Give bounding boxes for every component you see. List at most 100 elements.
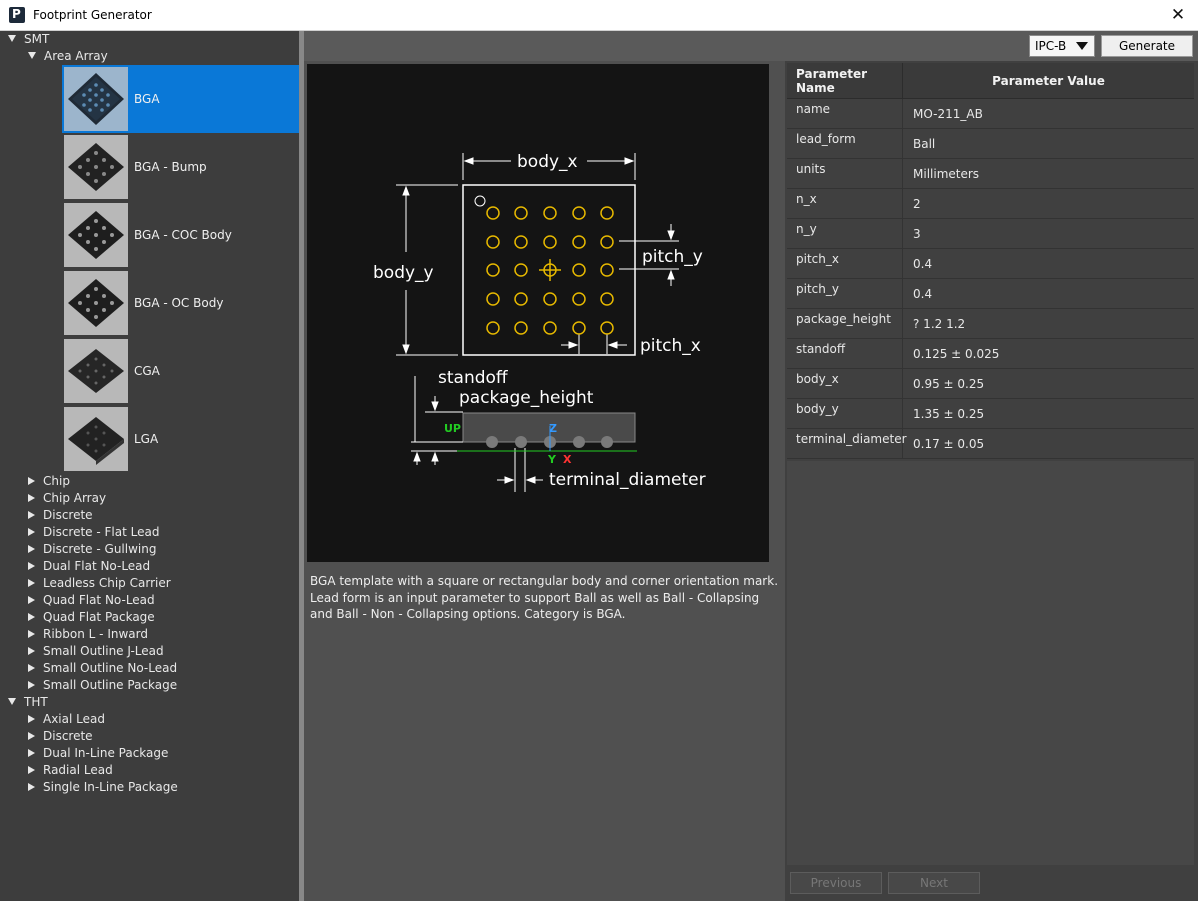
collapse-arrow-icon[interactable]	[28, 544, 35, 553]
generate-button[interactable]: Generate	[1101, 35, 1193, 57]
tree-node-small-outline-package[interactable]: Small Outline Package	[28, 677, 177, 694]
bga-bump-thumbnail-icon	[64, 135, 128, 199]
collapse-arrow-icon[interactable]	[28, 646, 35, 655]
collapse-arrow-icon[interactable]	[28, 680, 35, 689]
collapse-arrow-icon[interactable]	[28, 476, 35, 485]
tree-node-area-array[interactable]: Area Array	[28, 48, 108, 65]
table-row[interactable]: lead_form Ball	[787, 129, 1194, 159]
tree-node-label: Discrete - Gullwing	[43, 542, 157, 556]
chevron-down-icon[interactable]	[1076, 42, 1088, 50]
tree-node-leadless-chip-carrier[interactable]: Leadless Chip Carrier	[28, 575, 171, 592]
param-name: lead_form	[787, 129, 903, 158]
body-y-label: body_y	[373, 263, 434, 283]
tree-item-bga-oc-body[interactable]: BGA - OC Body	[62, 269, 299, 337]
density-level-select[interactable]: IPC-B	[1029, 35, 1095, 57]
tree-item-cga[interactable]: CGA	[62, 337, 299, 405]
tree-node-label: Discrete	[43, 508, 93, 522]
expand-arrow-icon[interactable]	[8, 698, 16, 705]
expand-arrow-icon[interactable]	[8, 35, 16, 42]
collapse-arrow-icon[interactable]	[28, 782, 35, 791]
footprint-diagram-svg: body_x body_y pitch_y pitch_x standoff p…	[373, 152, 706, 492]
column-header-value[interactable]: Parameter Value	[992, 73, 1105, 88]
collapse-arrow-icon[interactable]	[28, 561, 35, 570]
param-value[interactable]: 0.125 ± 0.025	[913, 346, 1000, 361]
column-header-name[interactable]: Parameter Name	[787, 63, 903, 98]
tree-node-radial-lead[interactable]: Radial Lead	[28, 762, 113, 779]
tree-node-discrete-gullwing[interactable]: Discrete - Gullwing	[28, 541, 156, 558]
param-value[interactable]: 0.17 ± 0.05	[913, 436, 985, 451]
tree-node-dual-flat-no-lead[interactable]: Dual Flat No-Lead	[28, 558, 150, 575]
param-value[interactable]: 0.95 ± 0.25	[913, 376, 985, 391]
param-value[interactable]: 1.35 ± 0.25	[913, 406, 985, 421]
tree-node-label: Chip Array	[43, 491, 107, 505]
close-icon[interactable]: ✕	[1170, 5, 1186, 25]
axis-y-label: Y	[547, 453, 557, 466]
collapse-arrow-icon[interactable]	[28, 612, 35, 621]
param-value[interactable]: 0.4	[913, 286, 933, 301]
tree-item-bga-bump[interactable]: BGA - Bump	[62, 133, 299, 201]
param-name: standoff	[787, 339, 903, 368]
param-value[interactable]: 0.4	[913, 256, 933, 271]
param-value[interactable]: 2	[913, 196, 921, 211]
tree-node-quad-flat-no-lead[interactable]: Quad Flat No-Lead	[28, 592, 155, 609]
tree-item-bga[interactable]: BGA	[62, 65, 299, 133]
toolbar: IPC-B Generate	[304, 31, 1198, 61]
param-value[interactable]: Millimeters	[913, 166, 980, 181]
table-empty-area	[787, 461, 1194, 865]
collapse-arrow-icon[interactable]	[28, 578, 35, 587]
table-row[interactable]: n_y 3	[787, 219, 1194, 249]
collapse-arrow-icon[interactable]	[28, 629, 35, 638]
collapse-arrow-icon[interactable]	[28, 765, 35, 774]
collapse-arrow-icon[interactable]	[28, 731, 35, 740]
tree-node-tht[interactable]: THT	[8, 694, 48, 711]
tree-node-ribbon-l-inward[interactable]: Ribbon L - Inward	[28, 626, 148, 643]
lga-thumbnail-icon	[64, 407, 128, 471]
expand-arrow-icon[interactable]	[28, 52, 36, 59]
pitch-x-label: pitch_x	[640, 336, 701, 356]
collapse-arrow-icon[interactable]	[28, 527, 35, 536]
tree-node-discrete-flat-lead[interactable]: Discrete - Flat Lead	[28, 524, 159, 541]
tree-node-axial-lead[interactable]: Axial Lead	[28, 711, 105, 728]
tree-node-discrete[interactable]: Discrete	[28, 507, 93, 524]
next-button[interactable]: Next	[888, 872, 980, 894]
collapse-arrow-icon[interactable]	[28, 493, 35, 502]
pane-splitter[interactable]	[299, 31, 304, 901]
tree-node-chip[interactable]: Chip	[28, 473, 70, 490]
param-name: n_y	[787, 219, 903, 248]
tree-node-label: Small Outline Package	[43, 678, 178, 692]
table-row[interactable]: package_height? 1.2 1.2	[787, 309, 1194, 339]
param-value[interactable]: MO-211_AB	[913, 106, 983, 121]
tree-node-quad-flat-package[interactable]: Quad Flat Package	[28, 609, 155, 626]
tree-node-dual-in-line-package[interactable]: Dual In-Line Package	[28, 745, 168, 762]
tree-item-lga[interactable]: LGA	[62, 405, 299, 473]
collapse-arrow-icon[interactable]	[28, 663, 35, 672]
tree-node-chip-array[interactable]: Chip Array	[28, 490, 106, 507]
collapse-arrow-icon[interactable]	[28, 595, 35, 604]
param-value[interactable]: 3	[913, 226, 921, 241]
param-value[interactable]: ? 1.2 1.2	[913, 316, 966, 331]
tree-node-label: Small Outline No-Lead	[43, 661, 178, 675]
tree-node-smt[interactable]: SMT	[8, 31, 49, 48]
tree-node-small-outline-j-lead[interactable]: Small Outline J-Lead	[28, 643, 164, 660]
tree-node-tht-discrete[interactable]: Discrete	[28, 728, 93, 745]
tree-node-small-outline-no-lead[interactable]: Small Outline No-Lead	[28, 660, 177, 677]
collapse-arrow-icon[interactable]	[28, 748, 35, 757]
table-row[interactable]: standoff 0.125 ± 0.025	[787, 339, 1194, 369]
tree-node-single-in-line-package[interactable]: Single In-Line Package	[28, 779, 178, 796]
collapse-arrow-icon[interactable]	[28, 510, 35, 519]
tree-item-label: BGA	[134, 92, 160, 106]
previous-button[interactable]: Previous	[790, 872, 882, 894]
bga-coc-thumbnail-icon	[64, 203, 128, 267]
tree-item-bga-coc-body[interactable]: BGA - COC Body	[62, 201, 299, 269]
param-value[interactable]: Ball	[913, 136, 936, 151]
body-x-label: body_x	[517, 152, 578, 172]
collapse-arrow-icon[interactable]	[28, 714, 35, 723]
